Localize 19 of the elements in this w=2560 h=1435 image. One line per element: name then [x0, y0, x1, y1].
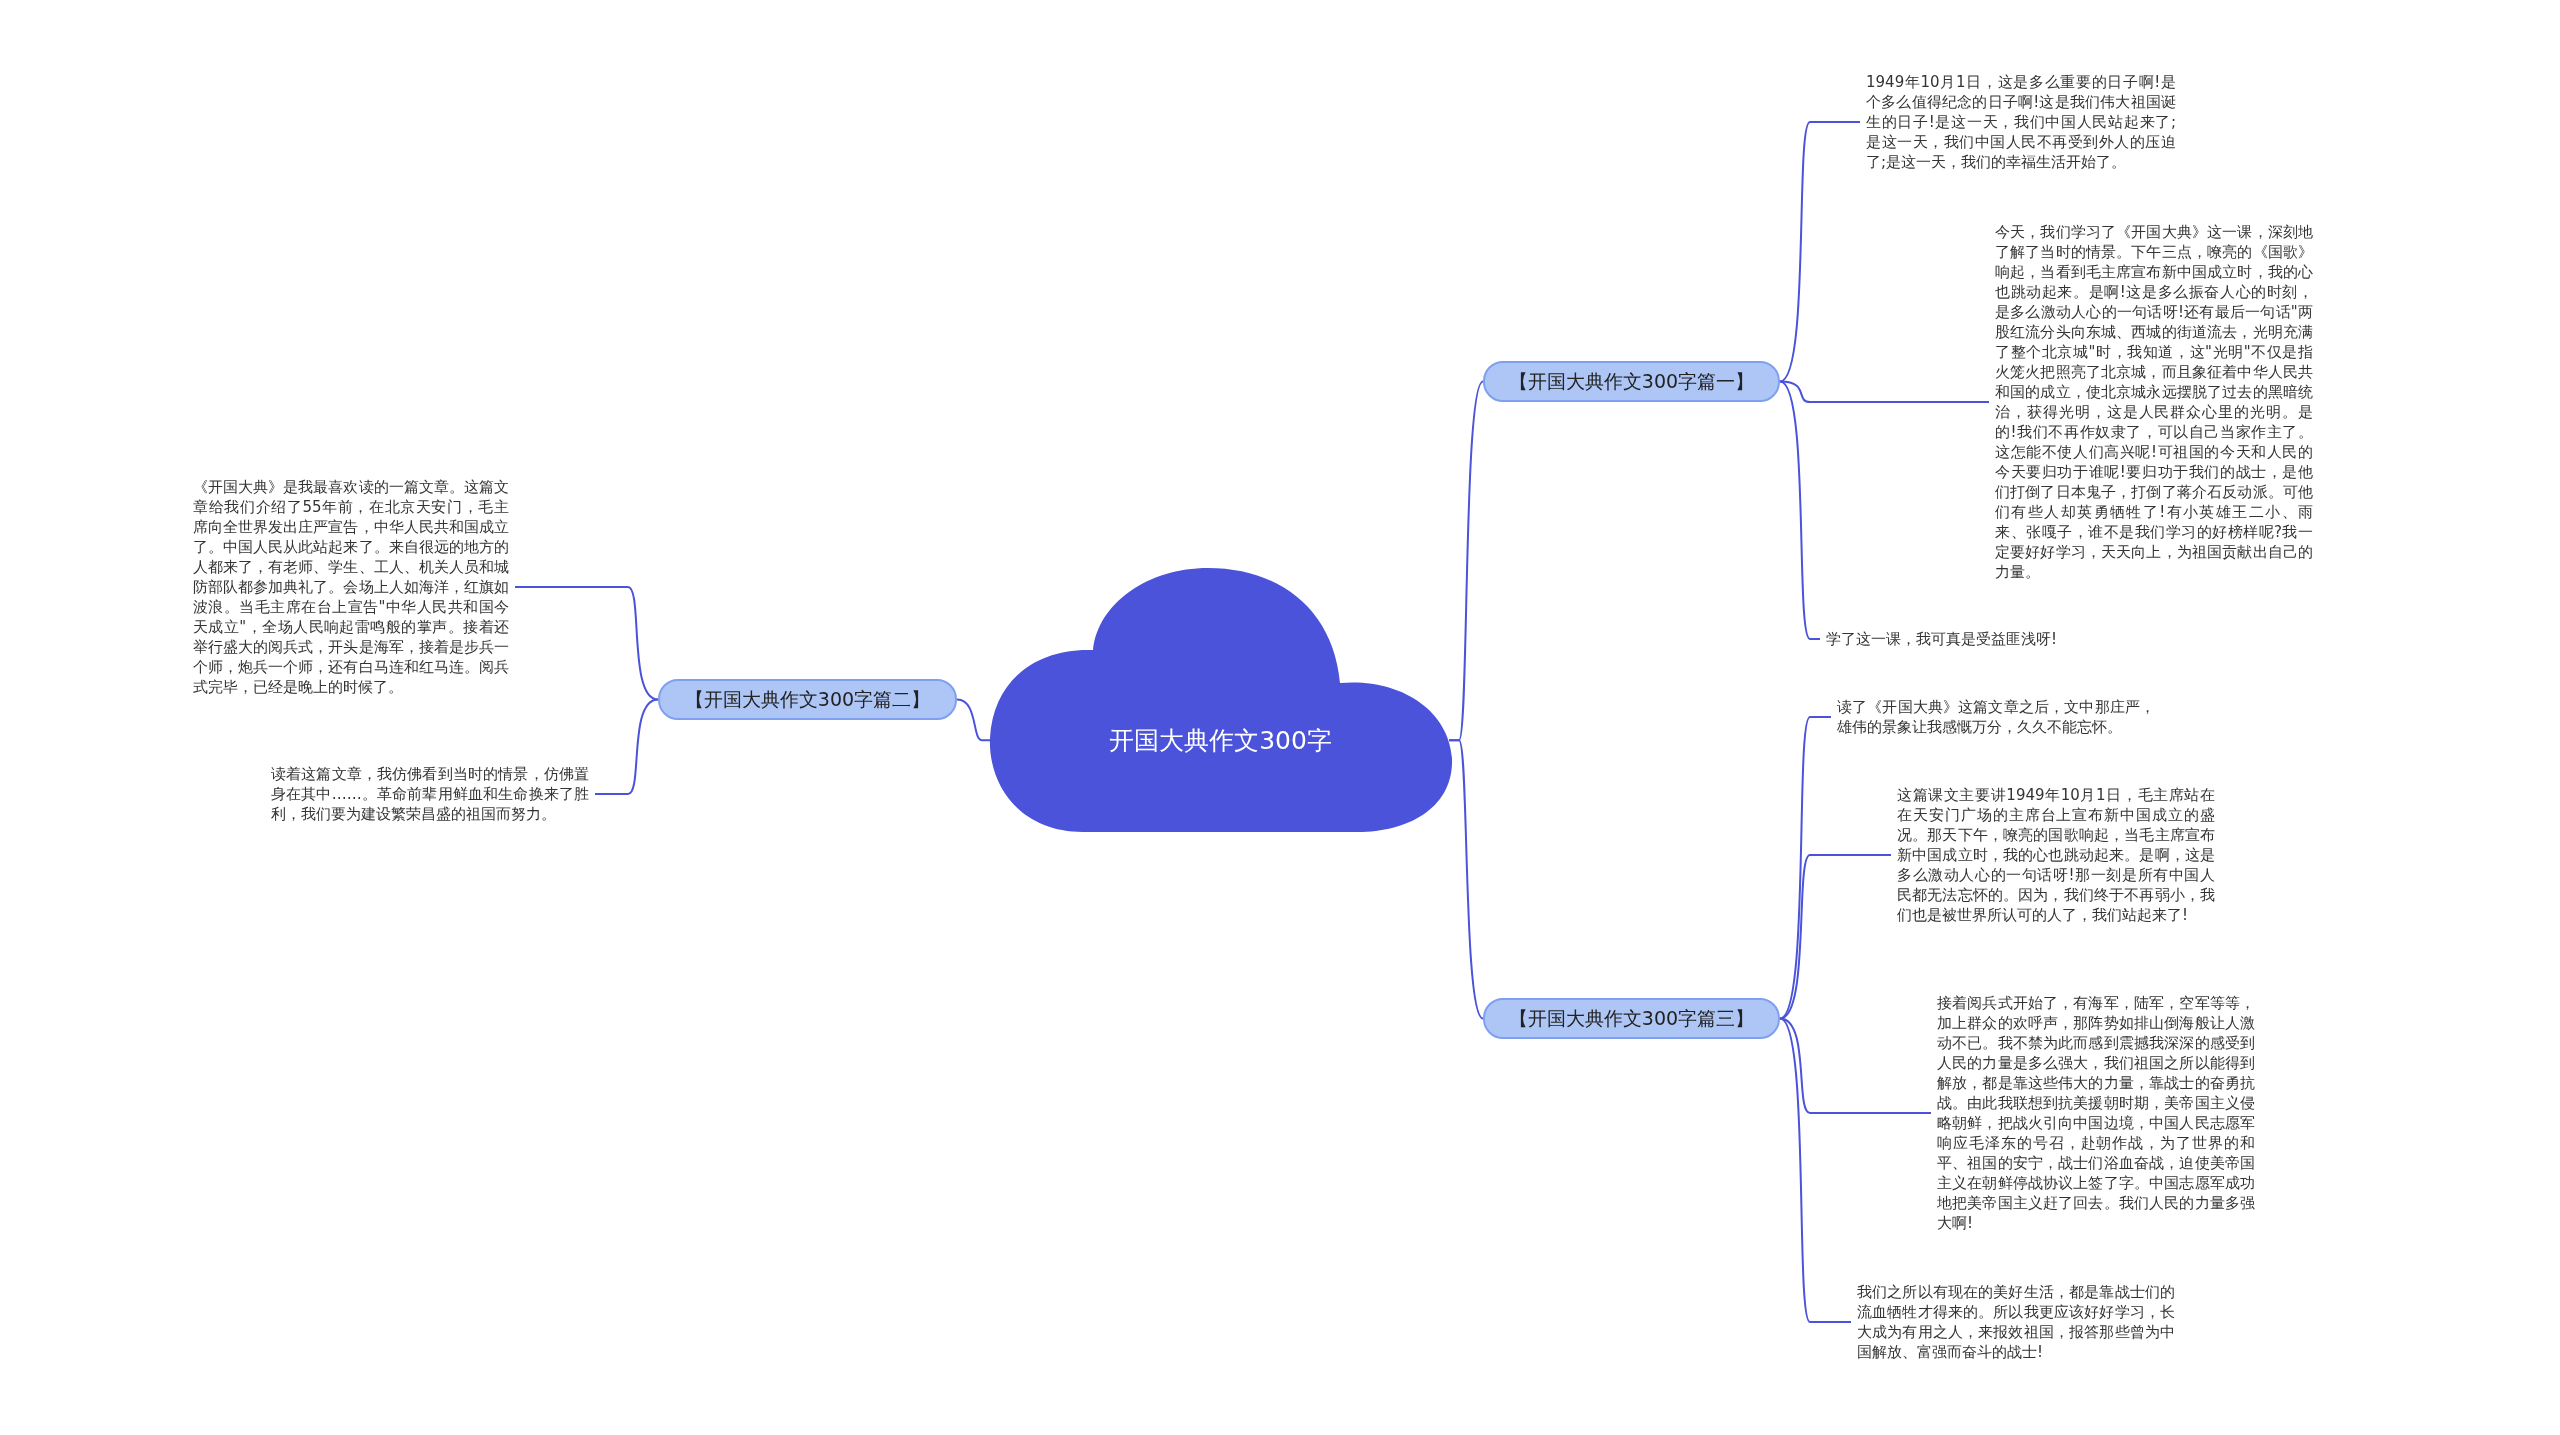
paragraph-text: 读了《开国大典》这篇文章之后，文中那庄严，雄伟的景象让我感慨万分，久久不能忘怀。 — [1837, 697, 2155, 737]
branch-pill: 【开国大典作文300字篇一】 — [1483, 361, 1780, 402]
paragraph-text: 读着这篇文章，我仿佛看到当时的情景，仿佛置身在其中……。革命前辈用鲜血和生命换来了胜利，我们要为建设繁荣昌盛的祖国而努力。 — [271, 764, 589, 824]
paragraph-text: 这篇课文主要讲1949年10月1日，毛主席站在在天安门广场的主席台上宣布新中国成立的盛况。那天下午，嘹亮的国歌响起，当毛主席宣布新中国成立时，我的心也跳动起来。是啊，这是多么激动人心的一句话呀!那一刻是所有中国人民都无法忘怀的。因为，我们终于不再弱小，我们也是被世界所认可的人了，我们站起来了! — [1897, 785, 2215, 925]
connector-line — [1779, 121, 1861, 383]
connector-line — [1448, 739, 1484, 1020]
paragraph-text: 今天，我们学习了《开国大典》这一课，深刻地了解了当时的情景。下午三点，嘹亮的《国歌》响起，当看到毛主席宣布新中国成立时，我的心也跳动起来。是啊!这是多么振奋人心的时刻，是多么激动人心的一句话呀!还有最后一句话"两股红流分头向东城、西城的街道流去，光明充满了整个北京城"时，我知道，这"光明"不仅是指火笼火把照亮了北京城，而且象征着中华人民共和国的成立，使北京城永远摆脱了过去的黑暗统治，获得光明，这是人民群众心里的光明。是的!我们不再作奴隶了，可以自己当家作主了。这怎能不使人们高兴呢!可祖国的今天和人民的今天要归功于谁呢!要归功于我们的战士，是他们打倒了日本鬼子，打倒了蒋介石反动派。可他们有些人却英勇牺牲了!有小英雄王二小、雨来、张嘎子，谁不是我们学习的好榜样呢?我一定要好好学习，天天向上，为祖国贡献出自己的力量。 — [1995, 222, 2313, 582]
paragraph-text: 接着阅兵式开始了，有海军，陆军，空军等等，加上群众的欢呼声，那阵势如排山倒海般让人激动不已。我不禁为此而感到震撼我深深的感受到人民的力量是多么强大，我们祖国之所以能得到解放，都是靠这些伟大的力量，靠战士的奋勇抗战。由此我联想到抗美援朝时期，美帝国主义侵略朝鲜，把战火引向中国边境，中国人民志愿军响应毛泽东的号召，赴朝作战，为了世界的和平、祖国的安宁，战士们浴血奋战，迫使美帝国主义在朝鲜停战协议上签了字。中国志愿军成功地把美帝国主义赶了回去。我们人民的力量多强大啊! — [1937, 993, 2255, 1233]
topic-text: 开国大典作文300字 — [1109, 725, 1332, 757]
branch-pill: 【开国大典作文300字篇二】 — [658, 679, 957, 720]
connector-line — [1779, 1017, 1852, 1323]
paragraph-text: 《开国大典》是我最喜欢读的一篇文章。这篇文章给我们介绍了55年前，在北京天安门，毛主席向全世界发出庄严宣告，中华人民共和国成立了。中国人民从此站起来了。来自很远的地方的人都来了，有老师、学生、工人、机关人员和城防部队都参加典礼了。会场上人如海洋，红旗如波浪。当毛主席在台上宣告"中华人民共和国今天成立"，全场人民响起雷鸣般的掌声。接着还举行盛大的阅兵式，开头是海军，接着是步兵一个师，炮兵一个师，还有白马连和红马连。阅兵式完毕，已经是晚上的时候了。 — [193, 477, 509, 697]
connector-line — [1779, 854, 1892, 1020]
paragraph-text: 我们之所以有现在的美好生活，都是靠战士们的流血牺牲才得来的。所以我更应该好好学习，长大成为有用之人，来报效祖国，报答那些曾为中国解放、富强而奋斗的战士! — [1857, 1282, 2175, 1362]
paragraph-text: 1949年10月1日，这是多么重要的日子啊!是个多么值得纪念的日子啊!这是我们伟大祖国诞生的日子!是这一天，我们中国人民站起来了;是这一天，我们中国人民不再受到外人的压迫了;是这一天，我们的幸福生活开始了。 — [1866, 72, 2176, 172]
paragraph-text: 学了这一课，我可真是受益匪浅呀! — [1826, 629, 2086, 649]
branch-pill: 【开国大典作文300字篇三】 — [1483, 998, 1780, 1039]
connector-line — [594, 698, 659, 795]
connector-line — [514, 586, 659, 701]
